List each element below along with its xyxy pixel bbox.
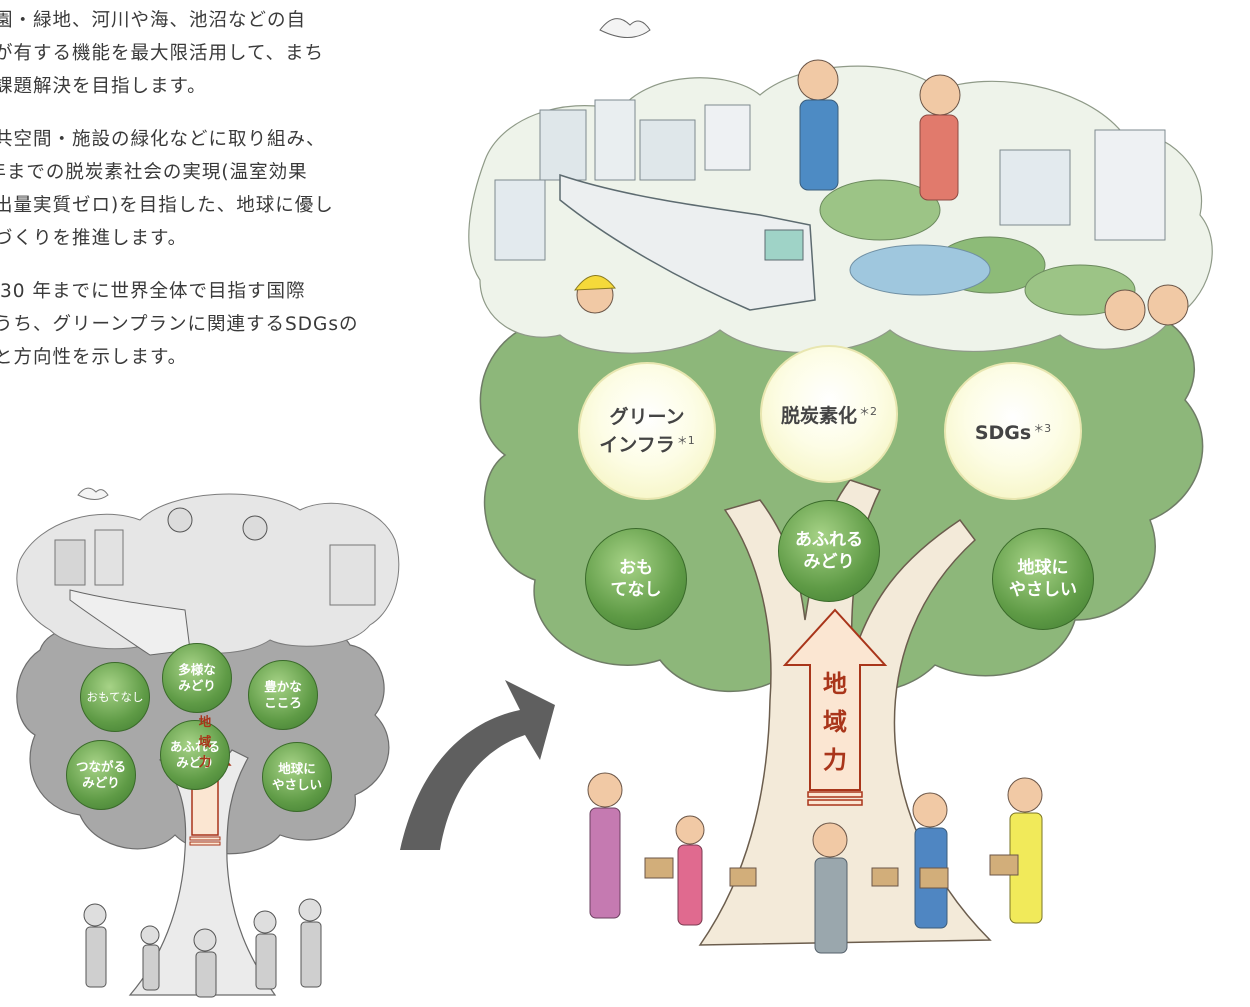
train-window xyxy=(764,229,804,261)
small-arrow-base xyxy=(189,841,221,846)
small-circle-omotenashi: おもてなし xyxy=(80,662,150,732)
small-gardener-body xyxy=(142,944,160,991)
elder-head xyxy=(1104,289,1146,331)
arrow-base xyxy=(807,799,863,806)
small-gardener-head xyxy=(253,910,277,934)
small-building xyxy=(54,539,86,586)
small-gardener-body xyxy=(85,926,107,988)
circle-afureru-midori: あふれる みどり xyxy=(778,500,880,602)
watering-can-icon xyxy=(729,867,757,887)
train xyxy=(559,173,816,311)
building xyxy=(494,179,546,261)
circle-chikyu-ni-yasashii: 地球に やさしい xyxy=(992,528,1094,630)
gardener-head xyxy=(812,822,848,858)
small-person-head xyxy=(242,515,268,541)
city-tree xyxy=(819,179,941,241)
bubble-green-infra-note: ＊1 xyxy=(676,434,695,447)
bubble-green-infra-label: グリーン インフラ xyxy=(599,406,685,456)
building xyxy=(704,104,751,171)
person-head xyxy=(797,59,839,101)
person-head xyxy=(919,74,961,116)
bubble-sdgs-label: SDGs xyxy=(974,422,1032,444)
gardener-body xyxy=(814,857,848,954)
person-body xyxy=(799,99,839,191)
small-gardener-body xyxy=(300,921,322,988)
small-circle-tsunagaru-midori: つながる みどり xyxy=(66,740,136,810)
description-green-infra: …公園・緑地、河川や海、池沼などの自 環境が有する機能を最大限活用して、まち り… xyxy=(0,10,325,97)
small-circle-tayou-na-midori: 多様な みどり xyxy=(162,643,232,713)
building xyxy=(1094,129,1166,241)
bubble-sdgs: SDGs＊3 xyxy=(944,362,1082,500)
small-person-head xyxy=(167,507,193,533)
small-circle-chikyu-ni-yasashii: 地球に やさしい xyxy=(262,742,332,812)
small-circle-yutaka-na-kokoro: 豊かな こころ xyxy=(248,660,318,730)
small-chiikiryoku-label: 地 域 力 xyxy=(198,714,212,769)
gardeners-big xyxy=(587,772,1043,954)
bird-icon xyxy=(77,487,109,500)
small-building xyxy=(329,544,376,606)
small-gardener-body xyxy=(255,933,277,990)
arrow-base xyxy=(807,791,863,798)
bubble-decarbonization: 脱炭素化＊2 xyxy=(760,345,898,483)
watering-can-icon xyxy=(644,857,674,879)
gardener-head xyxy=(1007,777,1043,813)
small-building xyxy=(94,529,124,586)
elder-head xyxy=(1147,284,1189,326)
transition-arrow-icon xyxy=(400,680,555,850)
building xyxy=(594,99,636,181)
description-text: …公園・緑地、河川や海、池沼などの自 環境が有する機能を最大限活用して、まち り… xyxy=(0,0,425,394)
bubble-sdgs-note: ＊3 xyxy=(1033,422,1052,435)
small-circle-afureru-midori: あふれる みどり xyxy=(160,720,230,790)
watering-can-icon xyxy=(989,854,1019,876)
gardener-body xyxy=(677,844,703,926)
circle-omotenashi: おも てなし xyxy=(585,528,687,630)
bubble-green-infra: グリーン インフラ＊1 xyxy=(578,362,716,500)
watering-can-icon xyxy=(919,867,949,889)
gardener-body xyxy=(589,807,621,919)
building xyxy=(999,149,1071,226)
person-body xyxy=(919,114,959,201)
small-gardener-head xyxy=(83,903,107,927)
child-cap xyxy=(573,275,616,291)
description-sdgs: …2030 年までに世界全体で目指す国際 標のうち、グリーンプランに関連するSD… xyxy=(0,281,359,368)
chiikiryoku-arrow xyxy=(782,608,888,791)
building xyxy=(539,109,587,181)
gardener-head xyxy=(675,815,705,845)
small-gardener-head xyxy=(193,928,217,952)
gardener-head xyxy=(912,792,948,828)
pond xyxy=(849,244,991,296)
description-decarbonization: …公共空間・施設の緑化などに取り組み、 50 年までの脱炭素社会の実現(温室効果… xyxy=(0,129,334,249)
bubble-decarbonization-note: ＊2 xyxy=(859,405,877,418)
small-gardener-head xyxy=(140,925,160,945)
gardener-head xyxy=(587,772,623,808)
small-gardener-head xyxy=(298,898,322,922)
building xyxy=(639,119,696,181)
bird-icon xyxy=(599,18,651,38)
small-gardener-body xyxy=(195,951,217,998)
big-tree xyxy=(468,18,1213,954)
bubble-decarbonization-label: 脱炭素化 xyxy=(780,405,857,427)
small-gardeners xyxy=(83,898,322,998)
watering-can-icon xyxy=(871,867,899,887)
chiikiryoku-label: 地 域 力 xyxy=(823,670,847,774)
small-arrow-base xyxy=(189,836,221,841)
